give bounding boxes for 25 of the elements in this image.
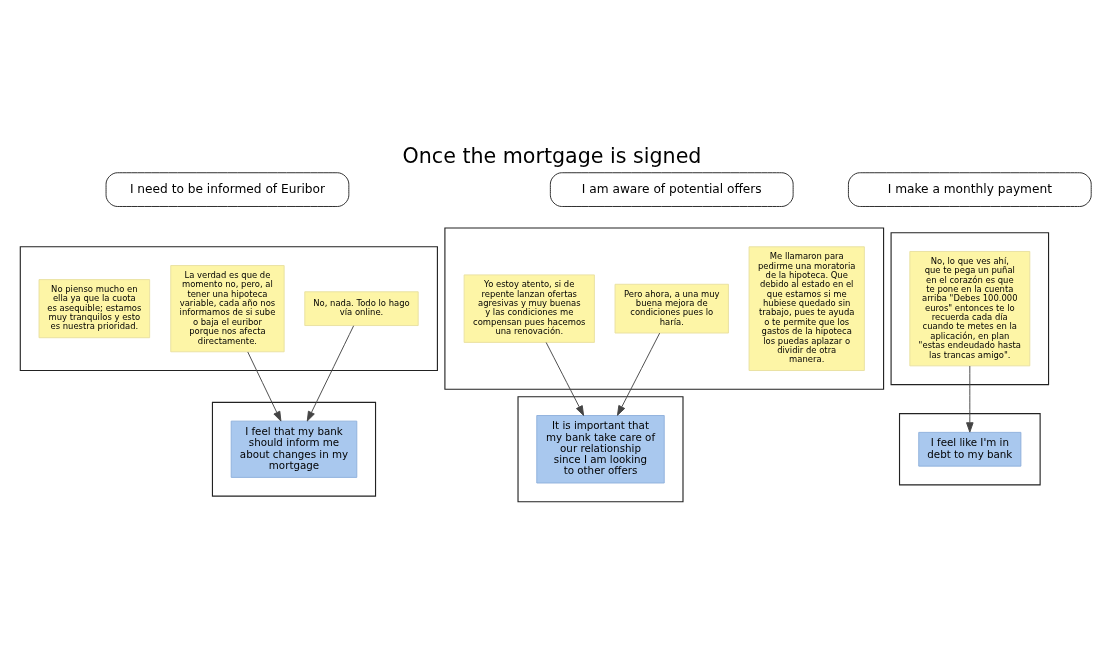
node-box: No, nada. Todo lo hago vía online. bbox=[304, 291, 419, 326]
node-box: I feel that my bank should inform me about changes in my mortgage bbox=[230, 420, 358, 478]
diagram-title: Once the mortgage is signed bbox=[402, 144, 702, 168]
arrow bbox=[247, 351, 282, 422]
node-box: I need to be informed of Euribor bbox=[105, 172, 350, 207]
cluster bbox=[898, 413, 1041, 486]
arrow bbox=[966, 365, 974, 433]
node-box: Pero ahora, a una muy buena mejora de condiciones pues lo haría. bbox=[614, 283, 729, 334]
node-box: Yo estoy atento, si de repente lanzan ofertas agresivas y muy buenas y las condiciones me compensan pues hacemos una renovación. bbox=[463, 274, 595, 343]
arrow bbox=[545, 342, 585, 416]
node-box: Me llamaron para pedirme una moratoria de la hipoteca. Que debido al estado en el que estamos si me hubiese quedado sin trabajo, pues te ayuda o te permite que los gastos de la hipoteca los puedas aplazar o dividir de otra manera. bbox=[748, 246, 865, 371]
node-box: No pienso mucho en ella ya que la cuota es asequible; estamos muy tranquilos y esto es nuestra prioridad. bbox=[38, 279, 151, 339]
node-box: It is important that my bank take care of our relationship since I am looking to other offers bbox=[536, 415, 665, 484]
node-box: I make a monthly payment bbox=[847, 172, 1092, 207]
node-box: La verdad es que de momento no, pero, al tener una hipoteca variable, cada año nos informamos de si sube o baja el euribor porque nos afecta directamente. bbox=[170, 265, 285, 353]
cluster bbox=[19, 246, 438, 372]
cluster bbox=[444, 227, 885, 390]
node-box: I am aware of potential offers bbox=[549, 172, 794, 207]
arrow bbox=[617, 332, 661, 416]
cluster bbox=[890, 232, 1050, 386]
node-box: I feel like I'm in debt to my bank bbox=[918, 431, 1022, 467]
node-box: No, lo que ves ahí, que te pega un puñal en el corazón es que te pone en la cuenta arriba "Debes 100.000 euros" entonces te lo recuerda cada día cuando te metes en la aplicación, en plan "estas endeudado hasta las trancas amigo". bbox=[909, 251, 1031, 367]
cluster bbox=[211, 401, 377, 497]
arrow bbox=[306, 325, 355, 422]
cluster bbox=[517, 396, 684, 503]
